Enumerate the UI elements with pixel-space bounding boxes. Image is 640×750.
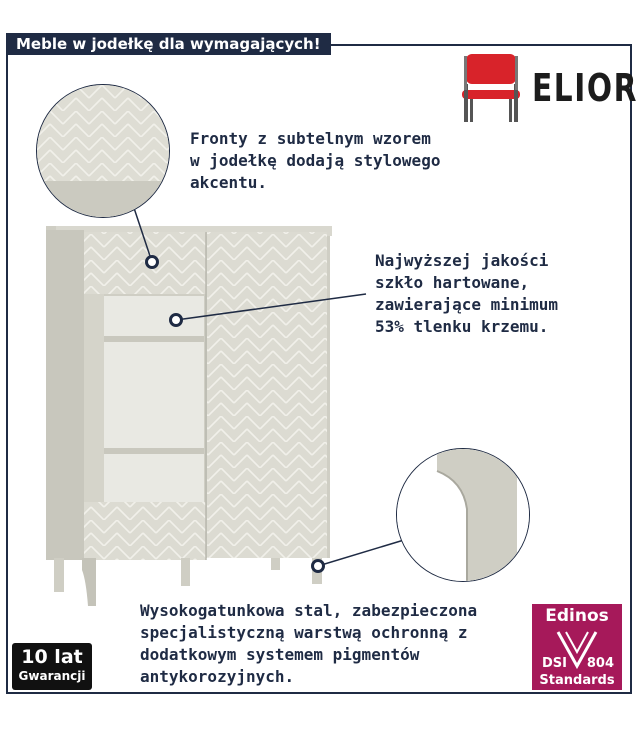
chair-icon — [462, 54, 520, 122]
brand-name: ELIOR — [532, 66, 638, 110]
warranty-badge: 10 lat Gwarancji — [12, 643, 92, 690]
marker-front — [145, 255, 159, 269]
cert-dsi: DSI — [542, 656, 567, 671]
warranty-years: 10 lat — [21, 646, 83, 668]
cert-number: 804 — [586, 656, 614, 671]
callout-steel: Wysokogatunkowa stal, zabezpieczona spec… — [140, 601, 478, 686]
callout-fronts: Fronty z subtelnym wzorem w jodełkę doda… — [190, 129, 441, 192]
page-title: Meble w jodełkę dla wymagających! — [6, 33, 331, 55]
warranty-label: Gwarancji — [18, 669, 86, 683]
callout-glass: Najwyższej jakości szkło hartowane, zawi… — [375, 251, 559, 336]
marker-glass — [169, 313, 183, 327]
brand-logo — [456, 50, 626, 128]
cert-emblem-icon — [556, 631, 598, 670]
certification-badge: Edinos DSI 804 Standards — [532, 604, 622, 690]
zoom-front-pattern — [36, 84, 170, 218]
zoom-steel-leg — [396, 448, 530, 582]
cert-standards: Standards — [539, 673, 615, 688]
marker-leg — [311, 559, 325, 573]
cert-name: Edinos — [545, 606, 609, 626]
